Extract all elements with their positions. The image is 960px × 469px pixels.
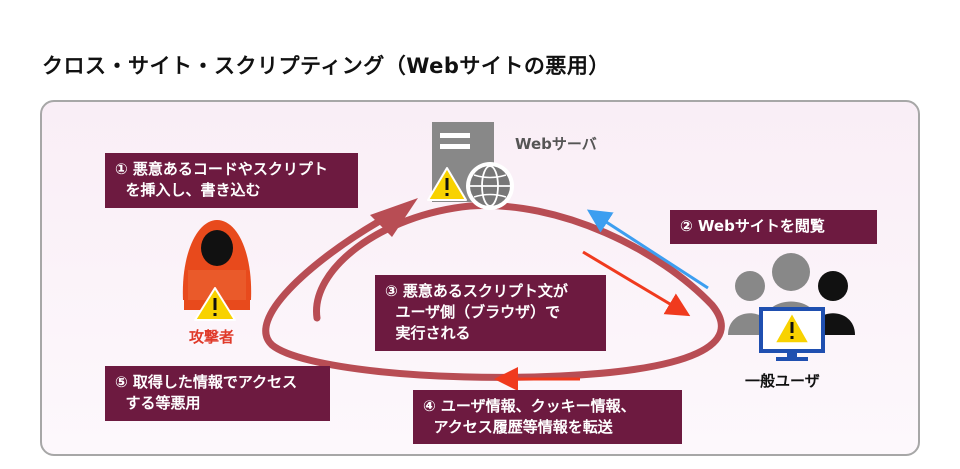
warning-icon [774,312,810,344]
loop-arrow [262,198,725,381]
user-label: 一般ユーザ [745,372,820,390]
warning-icon [194,287,236,321]
script-delivery-arrow [582,250,691,317]
loop-arrow-head [370,198,418,237]
step-1-box: ① 悪意あるコードやスクリプト を挿入し、書き込む [105,153,358,208]
browse-arrow [586,209,709,290]
page-title: クロス・サイト・スクリプティング（Webサイトの悪用） [42,54,610,78]
globe-icon [466,162,514,210]
step-2-box: ② Webサイトを閲覧 [670,210,877,244]
attacker-label: 攻撃者 [189,328,235,346]
step-4-box: ④ ユーザ情報、クッキー情報、 アクセス履歴等情報を転送 [413,390,682,444]
step-5-box: ⑤ 取得した情報でアクセス する等悪用 [105,366,330,421]
step-3-box: ③ 悪意あるスクリプト文が ユーザ側（ブラウザ）で 実行される [375,275,606,351]
server-label: Webサーバ [515,135,597,153]
warning-icon [427,167,467,201]
